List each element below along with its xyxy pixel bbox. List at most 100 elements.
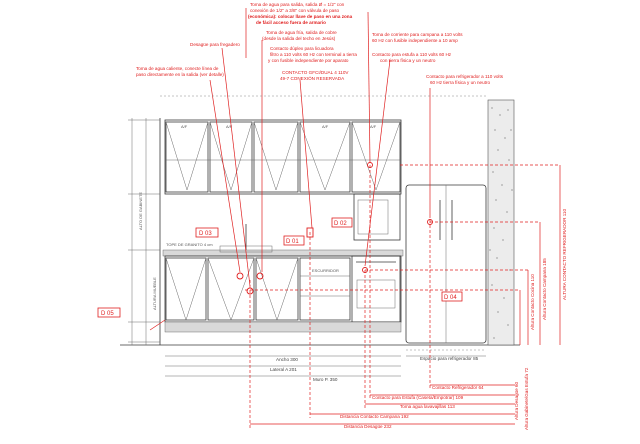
dim-distancia-campana: Distancia Contacto Campana 192: [340, 414, 409, 419]
tag-d05: D 05: [101, 311, 114, 317]
base-cabinets: TOPE DE GRANITO 4 cm ESCURRIDOR: [162, 224, 404, 333]
right-wall-section: [487, 99, 515, 346]
door-swing-2: [209, 121, 253, 191]
dim-espacio-refrigerador: Espacio para refrigerador 85: [420, 356, 479, 361]
v-dim-text-4: Altura Desagüe 60: [514, 382, 519, 420]
v-dim-text-2: Altura Contacto Campana 185: [542, 258, 547, 320]
leader-d05: [149, 319, 166, 331]
note-toma-fria-5: Toma de agua fría, salida de cobre: [266, 30, 337, 35]
v-dim-text-1: ALTURA CONTACTO REFRIGERADOR 110: [562, 209, 567, 300]
door-swing-3: [253, 121, 299, 191]
note-contacto-gfci-1: CONTACTO GFCI/DUAL 4 110V: [282, 70, 349, 75]
v-dim-text-3: Altura Contacto Cocina 110: [530, 274, 535, 330]
note-contacto-duplex-3: y con fusible independiente por aparato: [268, 58, 349, 63]
note-toma-fria-2: conexión de 1/2" a 3/8" con válvula de p…: [250, 8, 340, 13]
tag-d03: D 03: [199, 231, 212, 237]
base-swing-1: [165, 257, 207, 321]
connection-points: [236, 162, 433, 295]
note-toma-fria-1: Toma de agua para salida, salida Ø = 1/2…: [250, 2, 345, 7]
detail-tags: D 03 D 01 D 02 D 04 D 05: [97, 217, 463, 318]
note-refrigerador-2: 60 Hz tierra física y un neutro: [430, 80, 490, 85]
structure: [120, 99, 520, 346]
upper-cabinet-frame: [164, 119, 402, 195]
door-swing-5: [351, 121, 401, 191]
door-swing-1: [165, 121, 209, 191]
leader-contacto-gfci: [299, 79, 313, 229]
v-dim-text-5: Altura Gabinete/Gas Estufa 72: [524, 367, 529, 430]
dim-lateral: Lateral A 201: [270, 367, 297, 372]
note-contacto-gfci-2: 49-7 CONEXIÓN RESERVADA: [280, 75, 345, 81]
tag-d01: D 01: [286, 239, 299, 245]
upper-label-1: A/F: [181, 124, 188, 129]
cold-water-point: [256, 272, 264, 280]
dim-contacto-estufa: Contacto para Estufa (Caseta/Empotrar) 1…: [372, 395, 464, 400]
dim-contacto-refrigerador: Contacto Refrigerador 64: [432, 385, 484, 390]
upper-label-2: A/F: [226, 124, 233, 129]
left-dim-text-2: ALTURA MUEBLE: [152, 277, 157, 310]
stove: [351, 255, 401, 323]
note-campana-2: 60 Hz con fusible independiente a 10 amp: [372, 38, 458, 43]
microwave-window: [357, 199, 389, 235]
tag-d02-box: [331, 217, 353, 228]
leader-desague: [221, 47, 251, 287]
kick-plate: [164, 321, 402, 333]
drain-point: [246, 287, 254, 295]
dim-ancho: Ancho 300: [276, 357, 298, 362]
note-refrigerador-1: Contacto para refrigerador a 110 volts: [426, 74, 504, 79]
upper-cabinet-door-2: [209, 121, 253, 193]
base-cabinet-frame: [164, 255, 402, 323]
upper-cabinet-door-4: [299, 121, 351, 193]
right-vertical-dims: ALTURA CONTACTO REFRIGERADOR 110 Altura …: [245, 164, 567, 430]
tag-d05-box: [97, 307, 121, 318]
bottom-dimensions: Ancho 300 Lateral A 201 Muro P. 350 Espa…: [165, 355, 486, 382]
tag-d01-box: [283, 235, 305, 246]
note-toma-caliente-2: paso directamente en la salida (ver deta…: [136, 72, 224, 77]
tag-d04: D 04: [444, 295, 457, 301]
left-dimensions: ALTO DE GABINETE ALTURA MUEBLE: [128, 118, 160, 345]
upper-label-3: A/F: [322, 124, 329, 129]
base-door-1: [165, 257, 207, 321]
fridge-outlet-point: [427, 219, 433, 225]
left-dim-text-1: ALTO DE GABINETE: [138, 192, 143, 230]
refrigerator: [405, 184, 487, 344]
wall-stipple: [489, 107, 513, 339]
counter-outlet-box: [306, 227, 314, 238]
upper-cabinet-door-5: [351, 121, 401, 193]
note-desague: Desagüe para fregadero: [190, 42, 240, 47]
leader-campana: [367, 11, 371, 163]
dim-muro: Muro P. 350: [313, 377, 338, 382]
annotation-notes: Desagüe para fregadero Toma de agua para…: [136, 2, 504, 85]
note-toma-caliente-1: Toma de agua caliente, conecte línea de: [136, 66, 219, 71]
dim-toma-lavavajillas: Toma agua lavavajillas 113: [400, 404, 455, 409]
tag-d02: D 02: [334, 221, 347, 227]
base-swing-3: [255, 257, 299, 321]
leader-lines: [149, 8, 431, 331]
drawer-label: ESCURRIDOR: [312, 268, 339, 273]
leader-estufa: [364, 59, 391, 267]
upper-cabinet-door-1: [165, 121, 209, 193]
stove-outlet-point: [362, 267, 368, 273]
microwave-hood: [353, 193, 401, 241]
base-door-2: [207, 257, 255, 321]
upper-cabinet-door-3: [253, 121, 299, 193]
upper-cabinets: A/F A/F A/F A/F: [164, 119, 402, 241]
note-toma-fria-6: (desde la salida del techo en Jesús): [262, 36, 336, 41]
guide-lines: [160, 95, 488, 351]
upper-label-4: A/F: [370, 124, 377, 129]
tag-d03-box: [195, 227, 219, 238]
oven-window: [356, 279, 396, 309]
note-campana-1: Toma de corriente para campana a 110 vol…: [372, 32, 463, 37]
note-contacto-duplex-2: filtro a 110 volts 60 Hz con terminal a …: [270, 52, 357, 57]
hot-water-point: [236, 272, 244, 280]
note-toma-fria-3: (económica): colocar llave de paso en un…: [248, 14, 353, 19]
base-door-4: [299, 257, 351, 321]
tag-d04-box: [441, 291, 463, 302]
note-estufa-2: con tierra física y un neutro: [380, 58, 436, 63]
note-toma-fria-4: de fácil acceso fuera de armario: [256, 20, 326, 25]
hood-outlet-point: [367, 162, 373, 168]
countertop-label: TOPE DE GRANITO 4 cm: [166, 242, 213, 247]
red-dimensions: Contacto Refrigerador 64 Contacto para E…: [249, 165, 515, 429]
door-swing-4: [299, 121, 351, 191]
leader-toma-caliente: [209, 79, 241, 273]
